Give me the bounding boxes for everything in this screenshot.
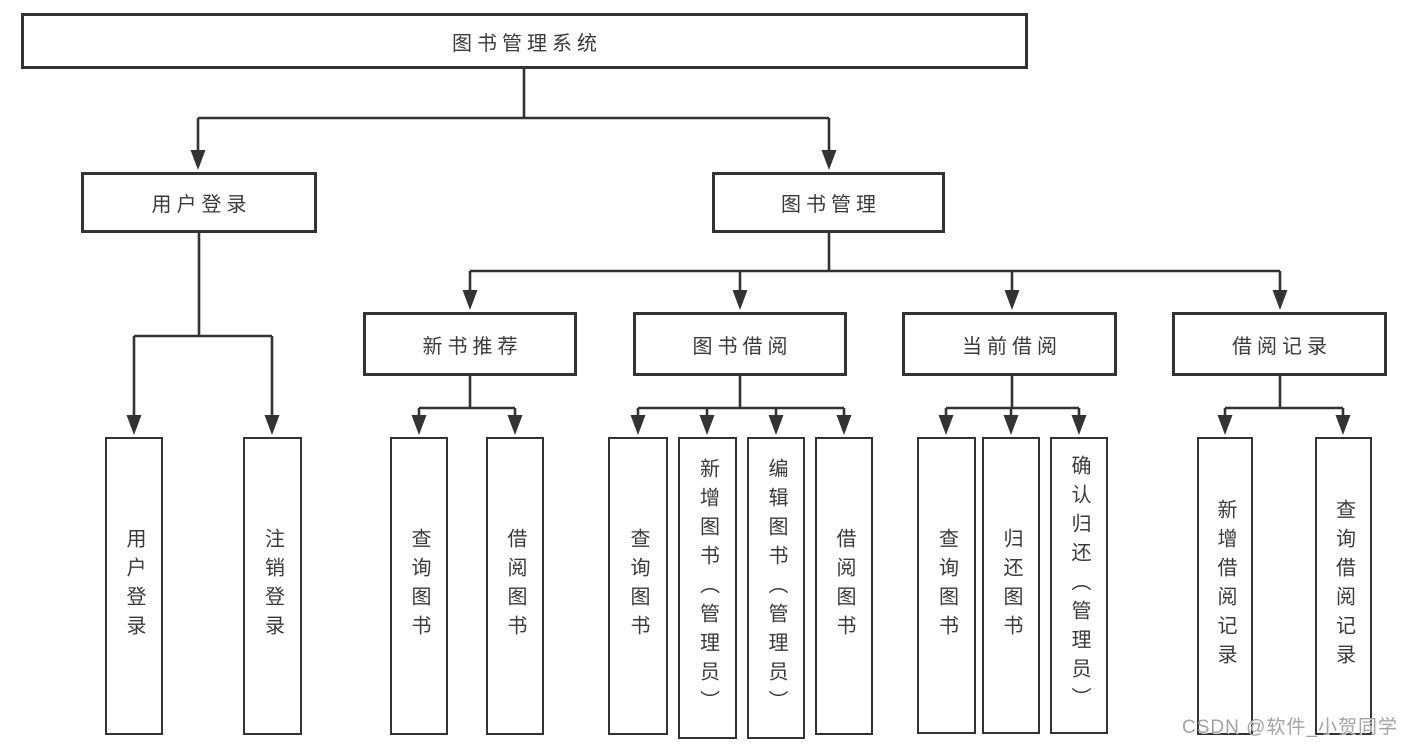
arrowhead — [732, 290, 748, 310]
arrowhead — [1335, 415, 1351, 435]
leaf-confirm-return-admin: 确认归还（管理员） — [1050, 437, 1108, 734]
node-label: 新书推荐 — [422, 335, 523, 358]
arrowhead — [411, 415, 427, 435]
arrowhead — [1003, 415, 1019, 435]
leaf-label: 查询图书 — [627, 528, 649, 644]
leaf-label: 编辑图书（管理员） — [765, 457, 787, 719]
node-label: 图书借阅 — [692, 335, 793, 358]
leaf-label: 确认归还（管理员） — [1068, 455, 1090, 716]
node-current-borrow: 当前借阅 — [902, 312, 1117, 376]
leaf-label: 查询图书 — [935, 527, 958, 644]
arrowhead — [699, 415, 715, 435]
leaf-label: 新增借阅记录 — [1214, 499, 1236, 673]
connector-current-group — [944, 376, 1081, 417]
leaf-query-book-borrow: 查询图书 — [608, 437, 668, 735]
connector-record-group — [1223, 376, 1345, 417]
arrowhead — [630, 415, 646, 435]
leaf-label: 查询图书 — [408, 528, 430, 644]
leaf-borrow-book-recommend: 借阅图书 — [486, 437, 544, 735]
leaf-user-login: 用户登录 — [105, 437, 163, 735]
node-new-book-recommend: 新书推荐 — [363, 312, 577, 376]
node-borrow-record: 借阅记录 — [1172, 312, 1387, 376]
leaf-logout: 注销登录 — [243, 437, 302, 735]
arrowhead — [836, 415, 852, 435]
node-label: 当前借阅 — [962, 335, 1062, 358]
leaf-label: 借阅图书 — [504, 528, 526, 644]
leaf-query-borrow-record: 查询借阅记录 — [1315, 437, 1372, 735]
leaf-label: 归还图书 — [1000, 527, 1022, 644]
arrowhead — [938, 415, 954, 435]
connector-login-group — [132, 233, 274, 417]
connector-manage-to-level3 — [468, 233, 1282, 292]
connector-borrow-group — [636, 376, 846, 417]
arrowhead — [126, 415, 142, 435]
node-label: 图书管理 — [781, 194, 881, 216]
arrowhead — [768, 415, 784, 435]
connector-root-to-level2 — [196, 69, 831, 152]
node-label: 用户登录 — [151, 194, 252, 216]
node-user-login: 用户登录 — [81, 172, 317, 233]
arrowhead — [507, 415, 523, 435]
connector-newbook-group — [417, 376, 517, 417]
leaf-label: 查询借阅记录 — [1332, 499, 1355, 673]
node-label: 借阅记录 — [1232, 335, 1332, 358]
node-root: 图书管理系统 — [21, 13, 1028, 69]
node-root-label: 图书管理系统 — [452, 32, 602, 55]
node-book-manage: 图书管理 — [712, 172, 945, 233]
arrowhead — [190, 150, 206, 170]
arrowhead — [1217, 415, 1233, 435]
leaf-query-book-current: 查询图书 — [917, 437, 976, 734]
leaf-borrow-book: 借阅图书 — [815, 437, 873, 735]
arrowhead — [821, 150, 837, 170]
arrowhead — [1004, 290, 1020, 310]
arrowhead — [1272, 290, 1288, 310]
arrowhead — [264, 415, 280, 435]
leaf-label: 借阅图书 — [833, 528, 855, 644]
leaf-add-borrow-record: 新增借阅记录 — [1197, 437, 1253, 735]
leaf-label: 新增图书（管理员） — [696, 457, 719, 719]
leaf-add-book-admin: 新增图书（管理员） — [678, 437, 737, 739]
arrowhead — [462, 290, 478, 310]
leaf-return-book: 归还图书 — [982, 437, 1040, 734]
leaf-label: 用户登录 — [123, 528, 145, 644]
leaf-label: 注销登录 — [261, 528, 284, 644]
leaf-edit-book-admin: 编辑图书（管理员） — [747, 437, 805, 739]
leaf-query-book-recommend: 查询图书 — [390, 437, 448, 735]
arrowhead — [1071, 415, 1087, 435]
node-book-borrow: 图书借阅 — [633, 312, 847, 376]
